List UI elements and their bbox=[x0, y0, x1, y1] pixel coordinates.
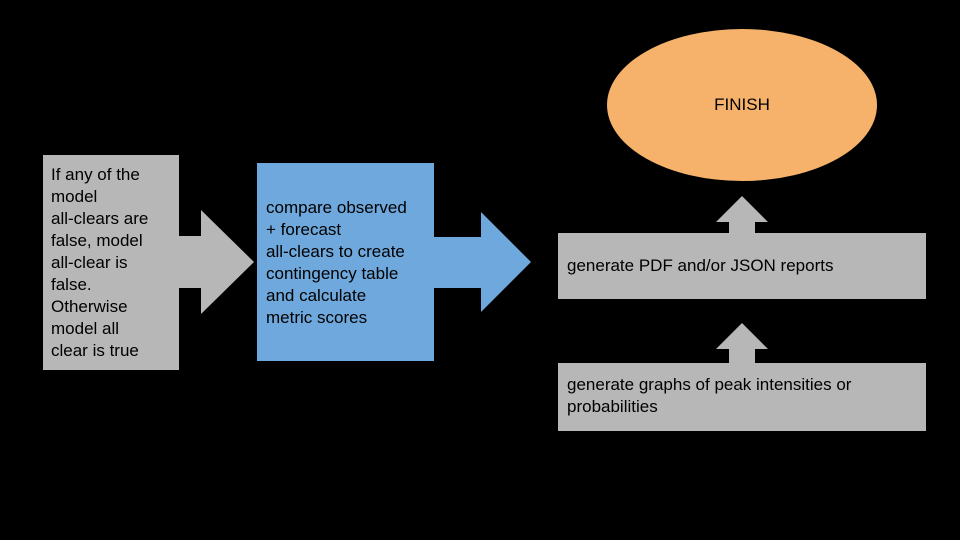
graphs-box bbox=[558, 363, 926, 431]
arrow-compare-to-reports bbox=[433, 212, 531, 312]
all-clear-rule-text: If any of the model all-clears are false… bbox=[51, 165, 149, 360]
all-clear-rule-box bbox=[43, 155, 179, 370]
graphs-text: generate graphs of peak intensities or p… bbox=[567, 375, 852, 416]
arrow-reports-to-finish bbox=[716, 196, 768, 233]
finish-ellipse bbox=[607, 29, 877, 181]
arrow-rule-to-compare bbox=[178, 210, 254, 314]
finish-text: FINISH bbox=[714, 95, 770, 114]
compare-box bbox=[257, 163, 434, 361]
compare-text: compare observed + forecast all-clears t… bbox=[266, 198, 407, 327]
arrow-graphs-to-reports bbox=[716, 323, 768, 363]
reports-text: generate PDF and/or JSON reports bbox=[567, 256, 834, 275]
reports-box bbox=[558, 233, 926, 299]
